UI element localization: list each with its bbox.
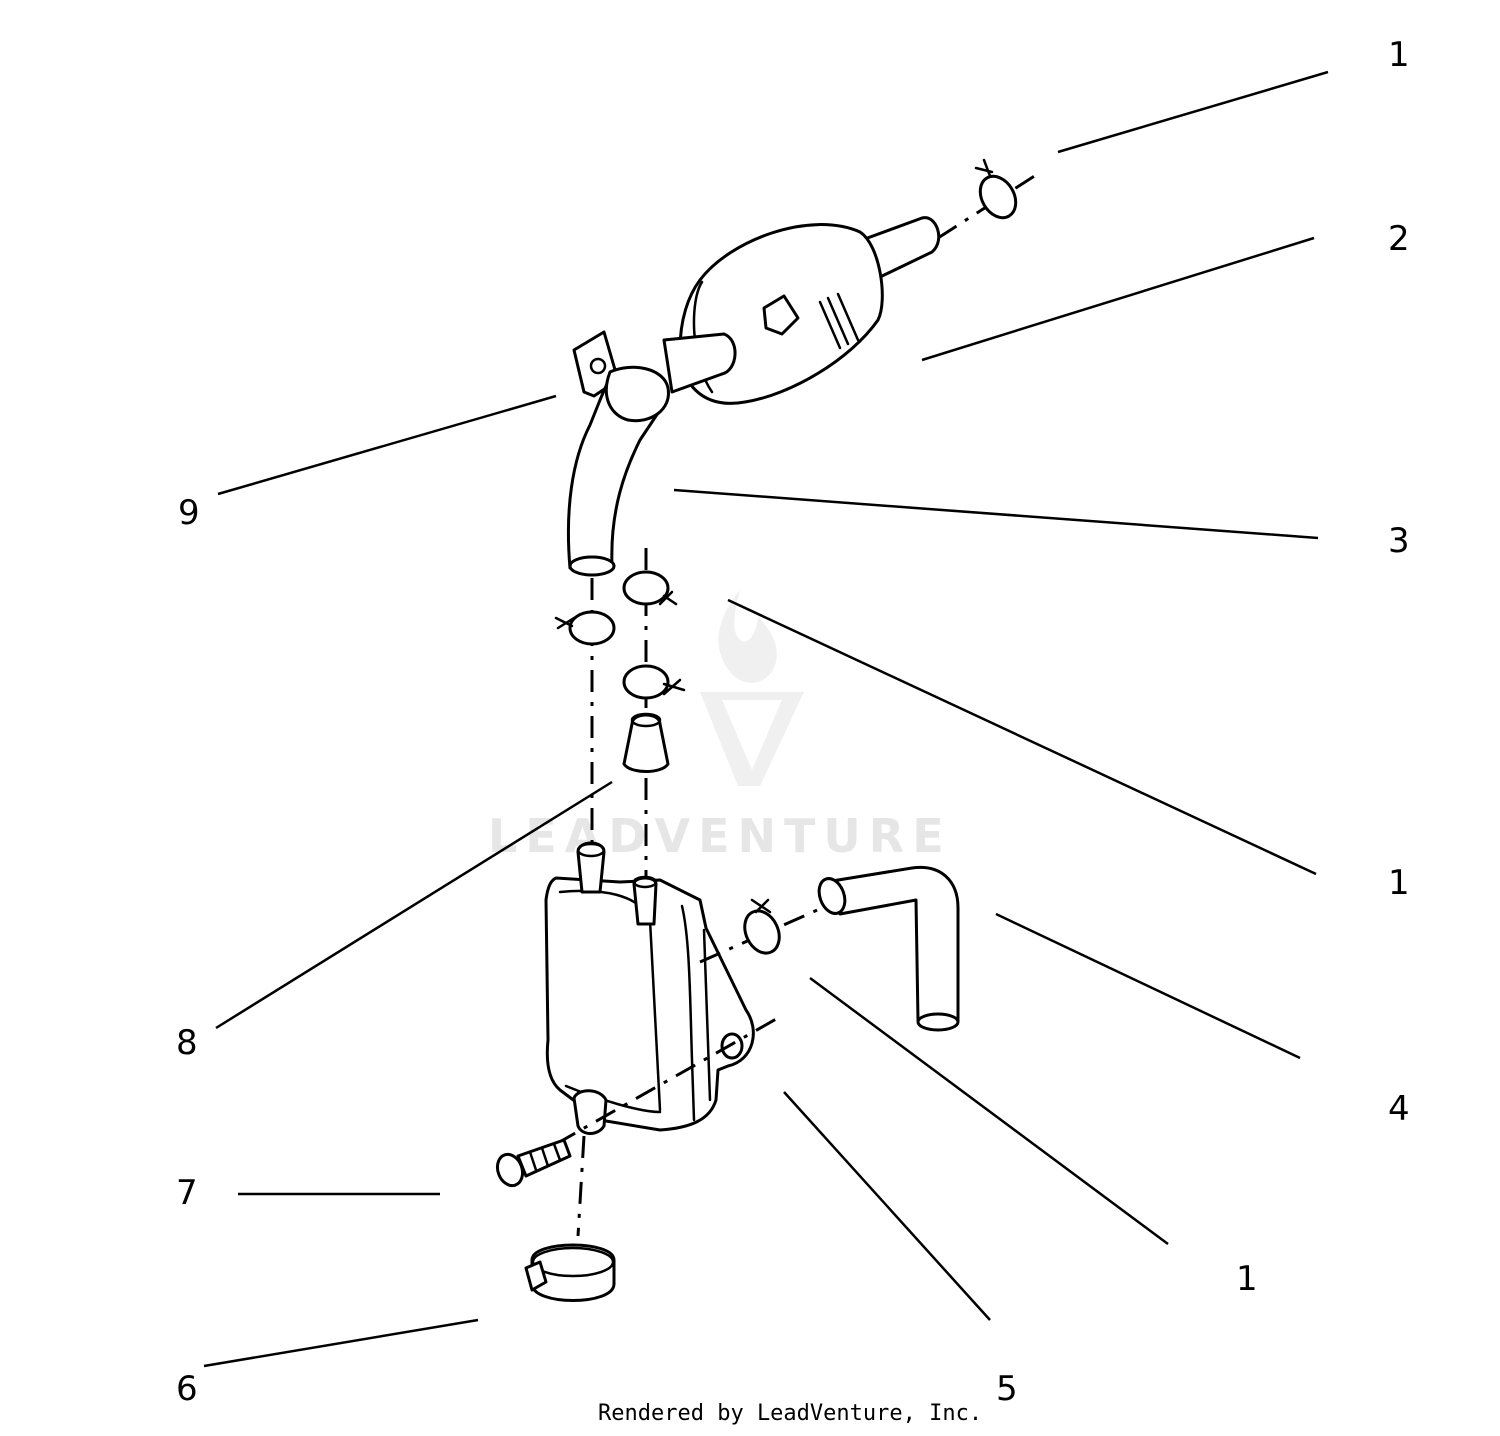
leader-4 xyxy=(995,912,1301,1060)
band-clamp-bottom xyxy=(524,1243,616,1302)
render-credit: Rendered by LeadVenture, Inc. xyxy=(598,1401,982,1426)
leader-1c xyxy=(809,976,1169,1246)
fuel-filter xyxy=(662,216,941,405)
hose-clamp-mid-left xyxy=(554,610,616,646)
leader-1a xyxy=(1057,70,1329,154)
callout-1-bottom: 1 xyxy=(1236,1259,1258,1299)
hose-clamp-mid-right xyxy=(622,570,678,606)
outlet-hose xyxy=(817,865,960,1032)
watermark-text: LEADVENTURE xyxy=(488,809,952,863)
axis-pump-side xyxy=(699,898,841,964)
leader-2 xyxy=(921,236,1315,362)
leader-3 xyxy=(673,488,1319,540)
callout-3: 3 xyxy=(1388,521,1410,561)
mounting-screw xyxy=(495,1138,572,1188)
axis-bottom xyxy=(576,1135,586,1237)
callout-9: 9 xyxy=(178,493,200,533)
fuel-pump xyxy=(544,841,755,1135)
leader-6 xyxy=(203,1318,479,1368)
hose-clamp-side xyxy=(743,898,781,955)
callout-1-mid: 1 xyxy=(1388,863,1410,903)
hose-clamp-lower xyxy=(622,664,686,700)
leader-8 xyxy=(215,780,613,1030)
callout-5: 5 xyxy=(996,1369,1018,1409)
hose-clamp-top xyxy=(974,158,1018,220)
callout-7: 7 xyxy=(176,1173,198,1213)
callout-6: 6 xyxy=(176,1369,198,1409)
callout-2: 2 xyxy=(1388,219,1410,259)
vent-cap xyxy=(622,712,670,773)
callout-8: 8 xyxy=(176,1023,198,1063)
leader-9 xyxy=(217,394,557,496)
leader-1b xyxy=(727,598,1317,876)
callout-1-top: 1 xyxy=(1388,35,1410,75)
watermark-logo xyxy=(700,590,804,786)
elbow-hose xyxy=(566,365,670,577)
callout-4: 4 xyxy=(1388,1089,1410,1129)
leader-5 xyxy=(783,1091,991,1321)
axis-screw xyxy=(555,1016,779,1146)
